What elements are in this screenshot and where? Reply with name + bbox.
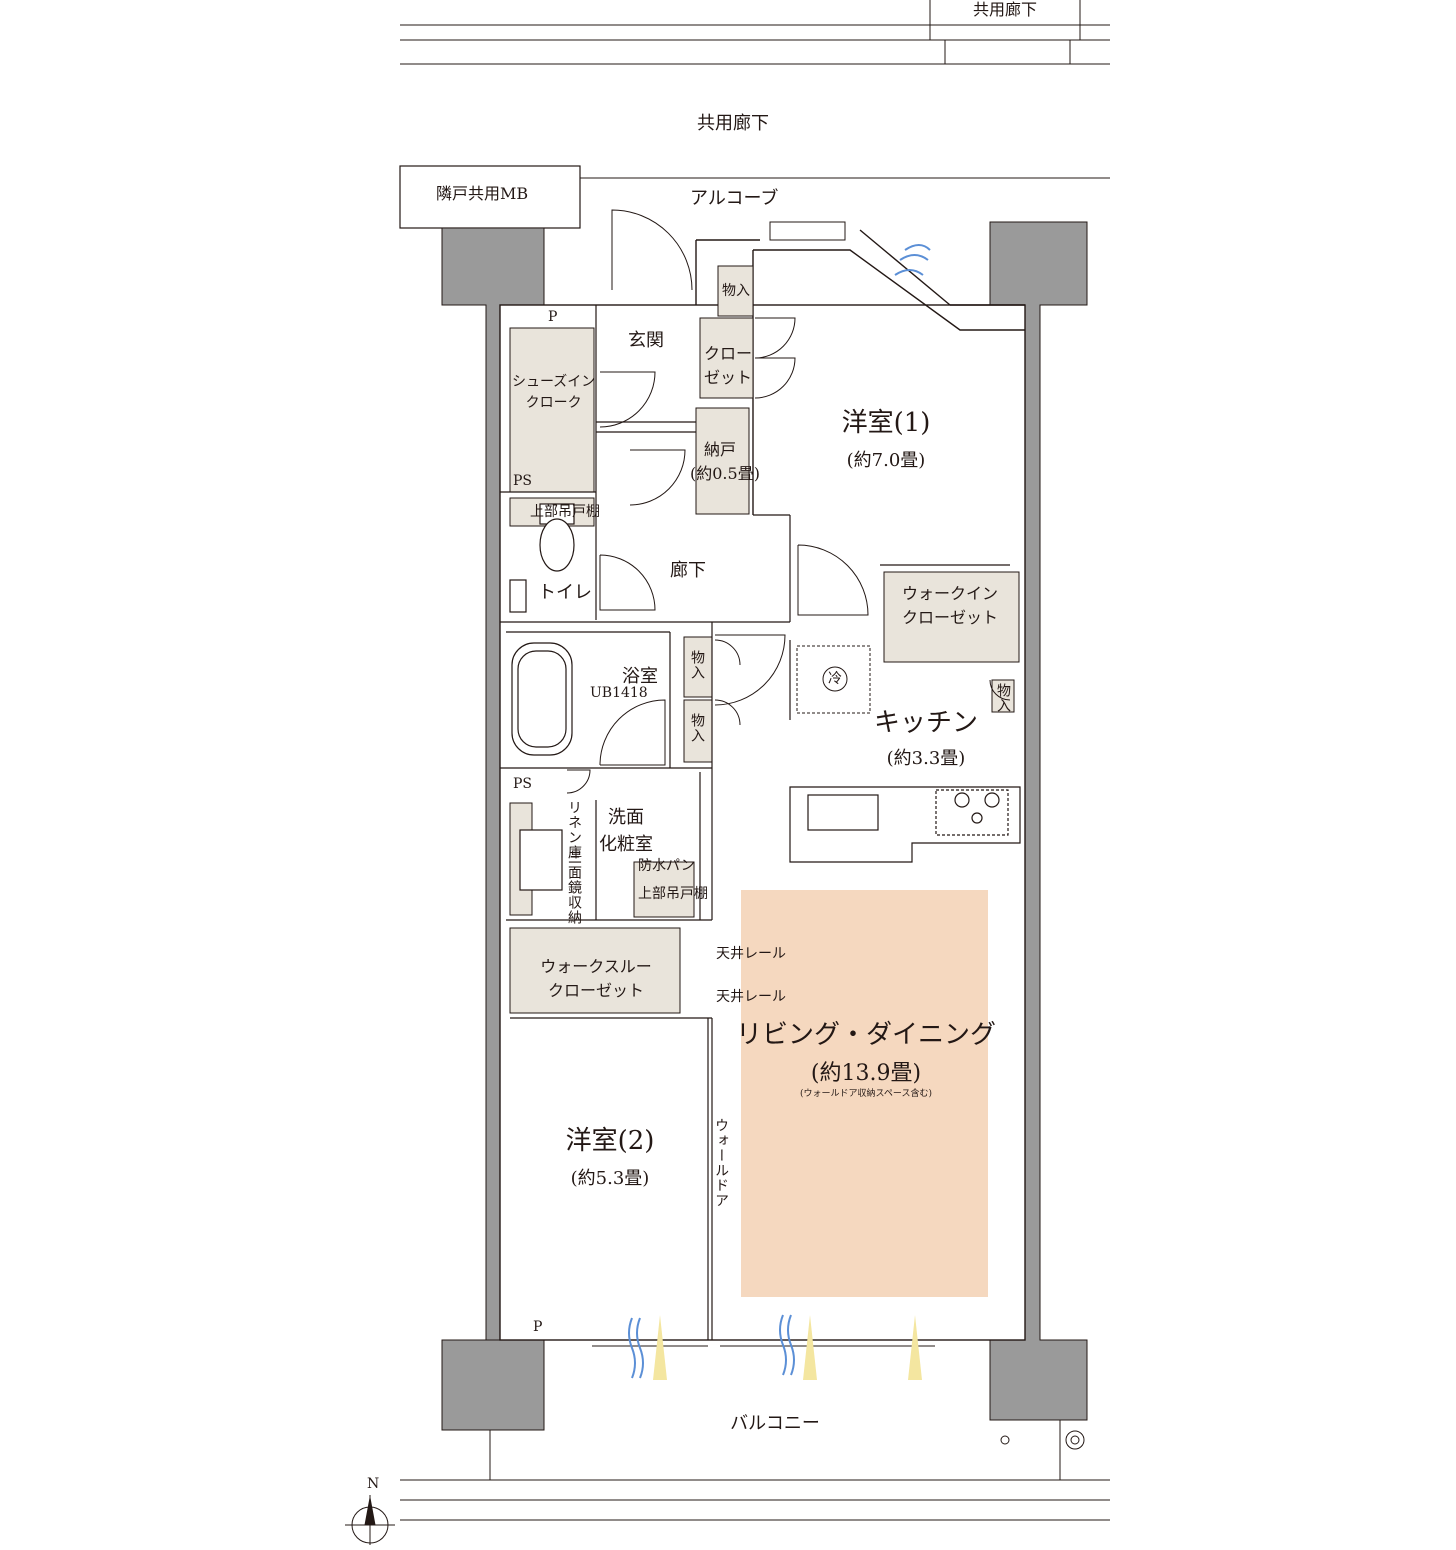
bath-spec-label: UB1418 <box>590 685 648 701</box>
ps-label-2: PS <box>513 776 533 792</box>
walkthrough-closet-label: ウォークスルー クローゼット <box>540 955 652 1003</box>
wall-door-label: ウォールドア <box>713 1118 729 1208</box>
nando-label: 納戸 <box>704 440 737 459</box>
hall-label: 廊下 <box>670 560 706 581</box>
top-corridor-label: 共用廊下 <box>972 0 1038 19</box>
ldk-area: (約13.9畳) <box>810 1061 922 1086</box>
bathtub <box>511 642 573 756</box>
interior-walls <box>500 305 1010 1340</box>
toilet-label: トイレ <box>538 582 592 603</box>
washroom-label: 洗面 化粧室 <box>599 804 653 858</box>
entrance-label: 玄関 <box>628 330 664 351</box>
ldk-label: リビング・ダイニング <box>735 1020 997 1050</box>
p-mark-top: P <box>548 309 558 325</box>
western-room1-area: (約7.0畳) <box>846 450 926 471</box>
top-corridor-lines <box>400 0 1110 179</box>
upper-shelf-wash-label: 上部吊戸棚 <box>638 886 708 902</box>
fridge-label: 冷 <box>828 671 842 687</box>
fridge-area <box>796 645 871 714</box>
corridor-label: 共用廊下 <box>697 113 769 134</box>
ceiling-rail1-label: 天井レール <box>716 946 786 962</box>
walkin-line2: クローゼット <box>901 608 999 627</box>
alcove-label: アルコーブ <box>690 188 779 209</box>
mirror-storage-label: 三面鏡収納 <box>566 850 582 925</box>
sunlight-icons <box>653 1315 922 1380</box>
western-room1-label: 洋室(1) <box>841 408 931 438</box>
closet-line2: ゼット <box>704 368 753 387</box>
north-label: N <box>367 1476 380 1492</box>
p-mark-bottom: P <box>533 1319 543 1335</box>
balcony-lines <box>400 1420 1110 1521</box>
ps-label-1: PS <box>513 473 533 489</box>
windows <box>592 221 935 1347</box>
upper-shelf-toilet-label: 上部吊戸棚 <box>530 504 600 520</box>
shoes-closet-line2: クローク <box>525 395 582 411</box>
washer-pan-label: 防水パン <box>638 858 695 874</box>
storage-a-label: 物入 <box>689 650 705 680</box>
western-room2-label: 洋室(2) <box>565 1126 655 1156</box>
ldk-highlight <box>741 890 988 1297</box>
storage-areas <box>509 265 1020 1014</box>
ldk-note: (ウォールドア収納スペース含む) <box>800 1089 932 1099</box>
ceiling-rail2-label: 天井レール <box>716 989 786 1005</box>
washbasin <box>519 829 563 891</box>
toilet-fixture <box>509 503 575 613</box>
washroom-line2: 化粧室 <box>599 834 653 855</box>
walkin-closet-label: ウォークイン クローゼット <box>902 582 998 630</box>
shared-mb-label: 隣戸共用MB <box>436 184 529 203</box>
door-swings <box>566 209 1011 794</box>
washroom-line1: 洗面 <box>608 807 644 828</box>
kitchen-area: (約3.3畳) <box>886 748 966 769</box>
north-compass-icon <box>345 1495 395 1545</box>
balcony-label: バルコニー <box>730 1413 820 1434</box>
walkin-line1: ウォークイン <box>901 584 999 603</box>
closet-label: クロー ゼット <box>704 342 752 390</box>
nando-area-label: (約0.5畳) <box>690 464 760 483</box>
shoes-closet-line1: シューズイン <box>512 374 596 390</box>
storage-b-label: 物入 <box>689 713 705 743</box>
closet-line1: クロー <box>704 344 753 363</box>
bath-label: 浴室 <box>622 666 658 687</box>
kitchen-label: キッチン <box>873 708 979 738</box>
western-room2-area: (約5.3畳) <box>570 1168 650 1189</box>
kitchen-counter <box>789 786 1021 863</box>
shoes-closet-label: シューズイン クローク <box>512 372 595 414</box>
storage-top-label: 物入 <box>722 283 750 299</box>
storage-kitchen-label: 物入 <box>995 683 1011 713</box>
linen-label: リネン庫 <box>566 800 582 860</box>
walkthrough-line2: クローゼット <box>547 981 644 1000</box>
ventilation-icons <box>628 244 931 1379</box>
walkthrough-line1: ウォークスルー <box>540 957 652 976</box>
